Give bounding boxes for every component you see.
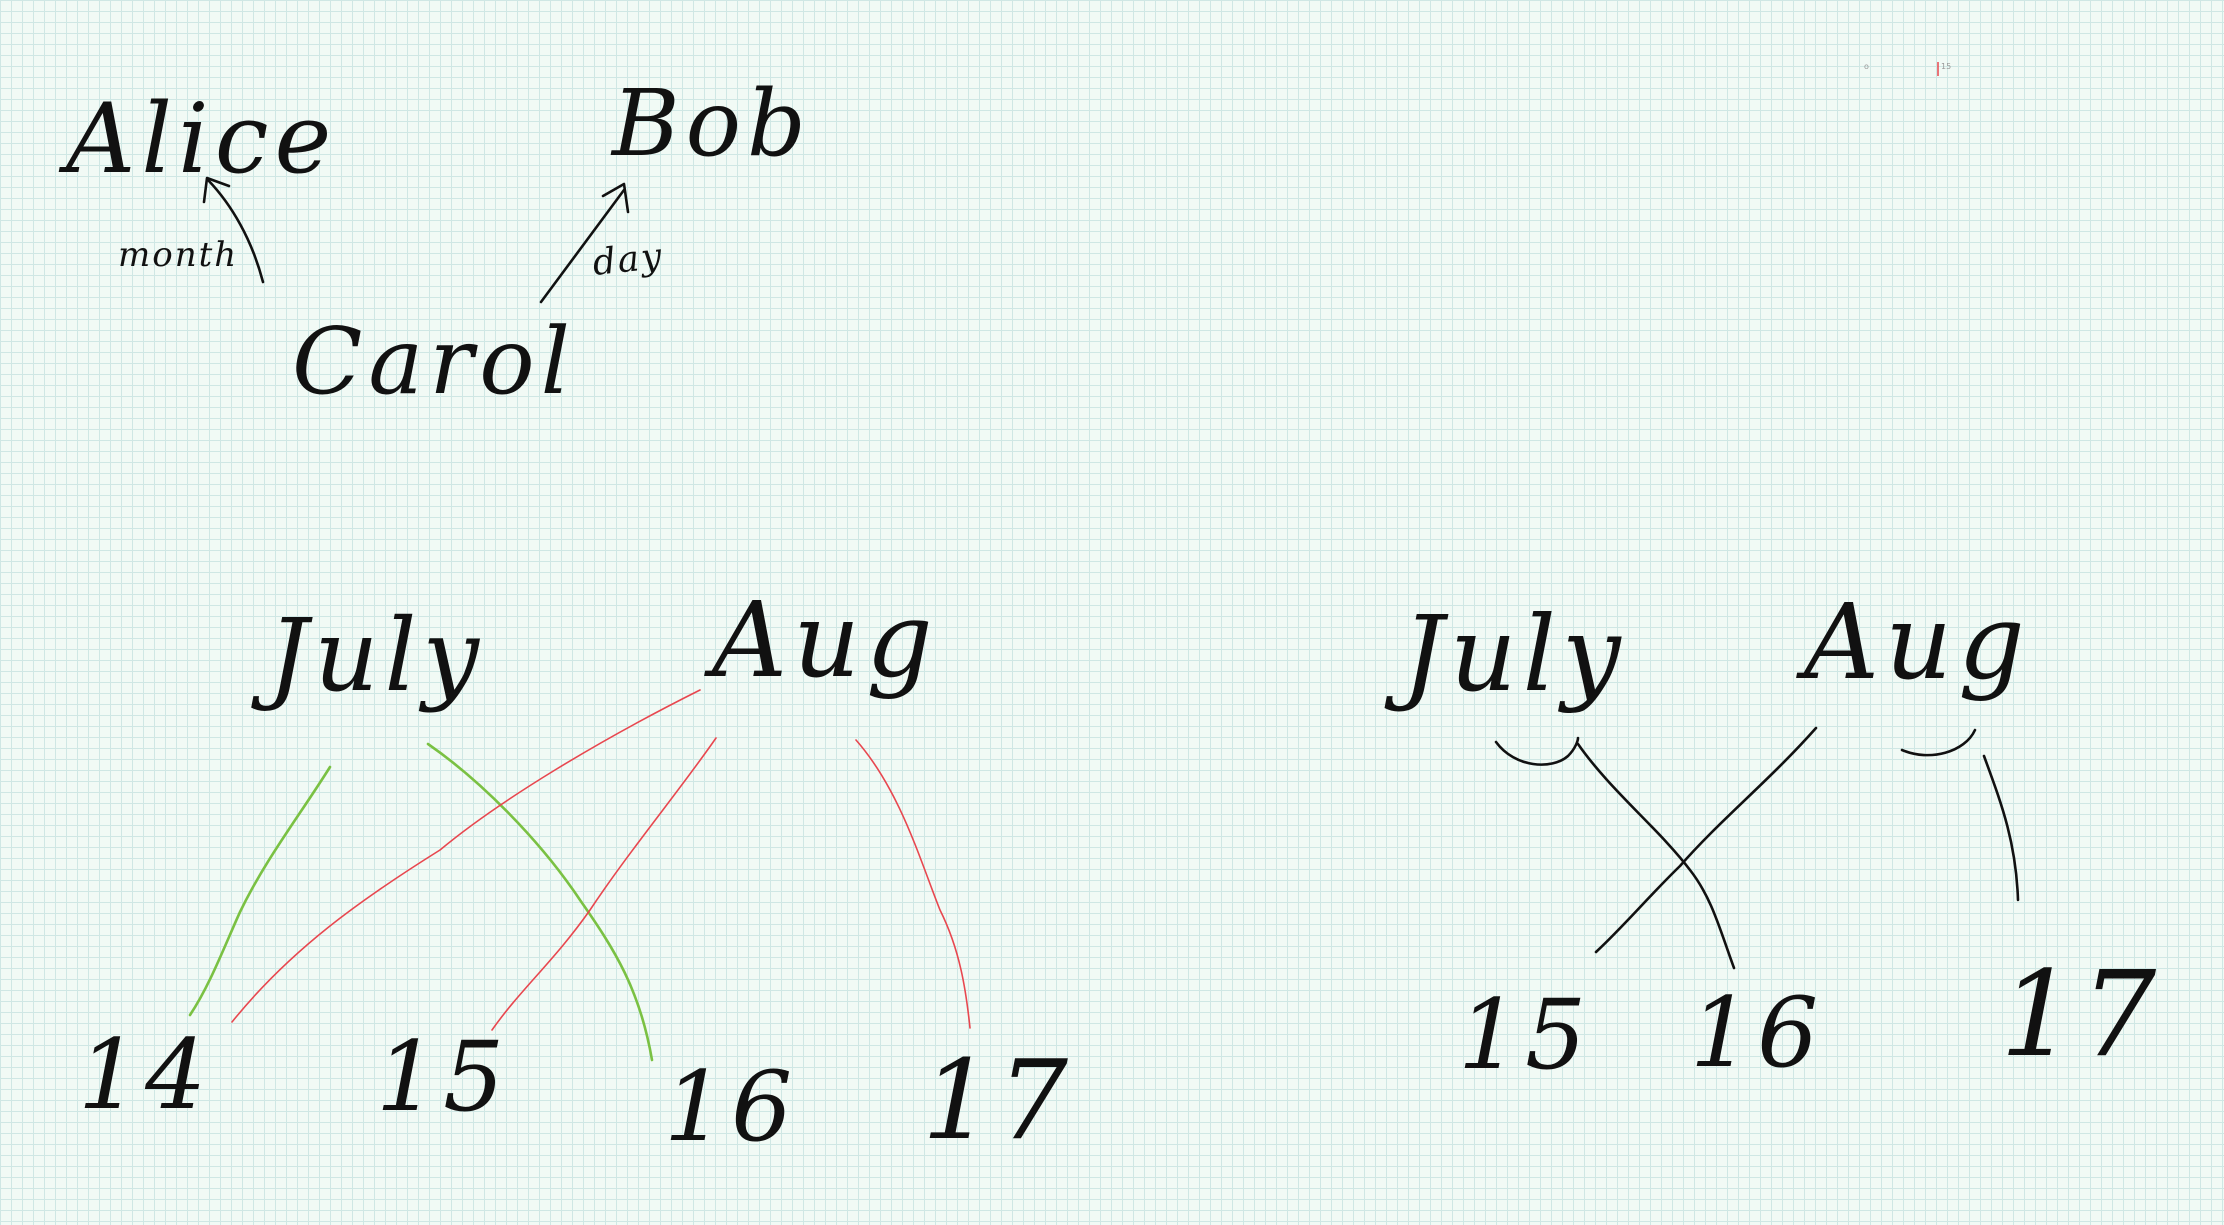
edge-aug-17	[855, 739, 971, 1029]
right-day-17: 17	[2000, 945, 2162, 1083]
edge-aug-14	[231, 689, 701, 1023]
edge-right-aug-17	[1982, 754, 2020, 902]
left-tree: July Aug 14 15 16 17	[78, 579, 1074, 1164]
left-day-17: 17	[922, 1036, 1074, 1164]
name-carol: Carol	[292, 308, 576, 415]
edge-aug-15	[491, 737, 717, 1031]
edge-right-aug-15	[1594, 726, 1818, 954]
left-day-15: 15	[376, 1021, 510, 1133]
right-month-aug: Aug	[1796, 581, 2031, 703]
edge-july-14	[188, 765, 332, 1017]
edge-july-16	[426, 742, 654, 1062]
name-bob: Bob	[610, 70, 812, 177]
right-day-15: 15	[1458, 979, 1592, 1091]
right-aug-curl	[1900, 728, 1977, 757]
label-day: day	[591, 236, 666, 284]
corner-mark-1: o	[1864, 62, 1869, 71]
arrow-head-bob	[601, 182, 630, 214]
corner-mark-2: 15	[1941, 62, 1951, 71]
right-day-16: 16	[1690, 977, 1824, 1089]
right-month-july: July	[1384, 593, 1627, 715]
arrow-carol-to-alice	[206, 178, 265, 284]
edge-right-july-16	[1576, 742, 1736, 970]
left-month-aug: Aug	[704, 579, 939, 701]
arrow-head-alice	[202, 176, 231, 204]
arrow-carol-to-bob	[539, 188, 626, 304]
right-tree: July Aug 15 16 17	[1384, 581, 2162, 1091]
left-month-july: July	[251, 597, 485, 714]
right-july-curl	[1494, 736, 1580, 766]
label-month: month	[118, 235, 238, 275]
left-day-14: 14	[78, 1019, 212, 1131]
left-day-16: 16	[664, 1051, 798, 1163]
name-alice: Alice	[58, 83, 337, 195]
